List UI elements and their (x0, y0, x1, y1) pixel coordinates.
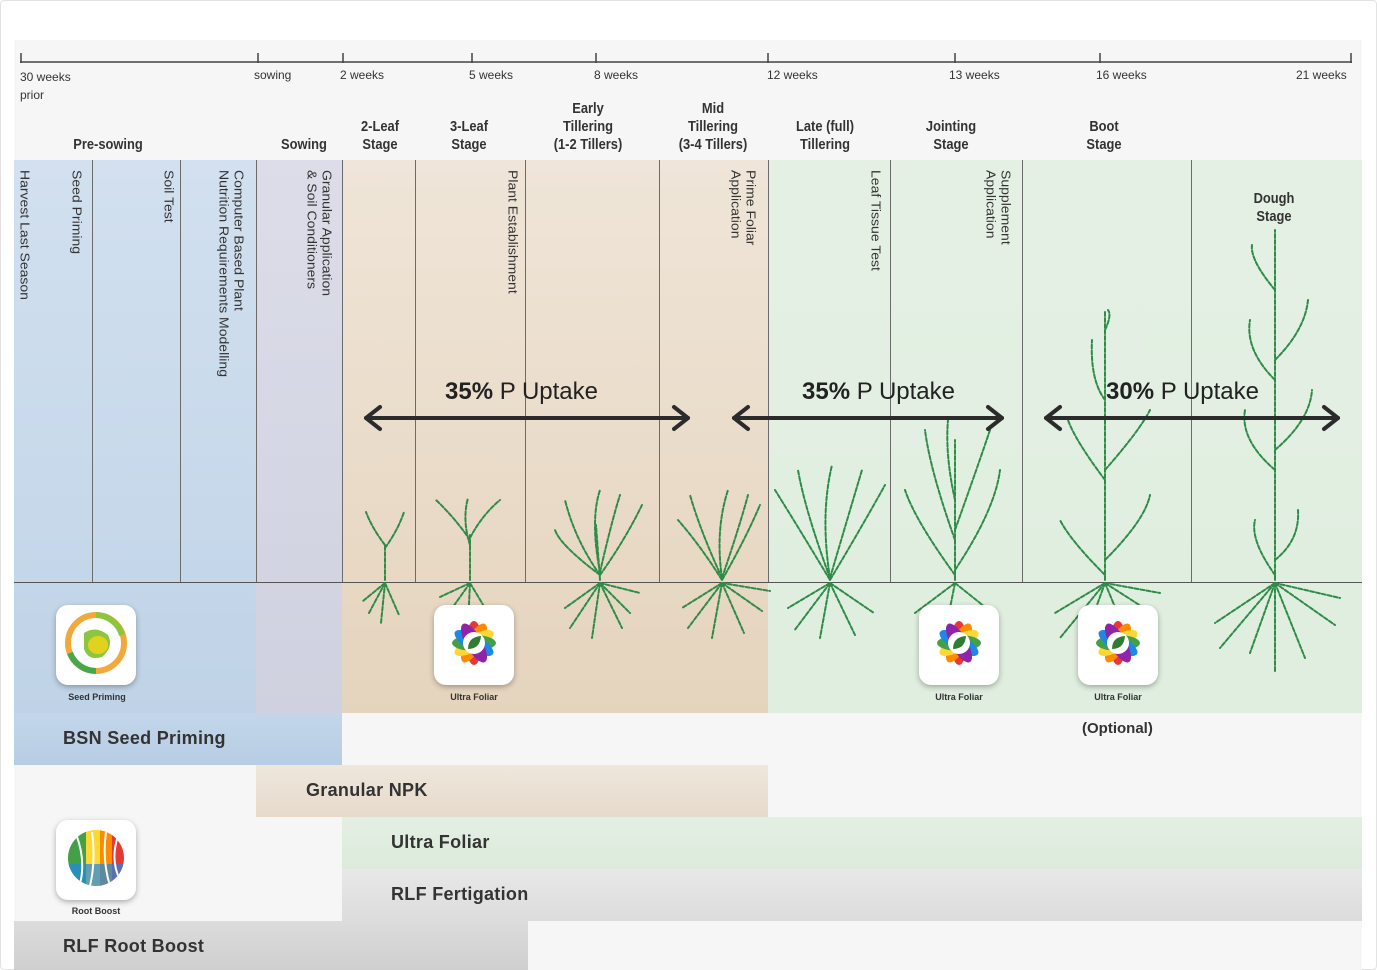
stage-label-late-tillering: Late (full) Tillering (795, 118, 855, 153)
uptake-label-1: 35% P Uptake (445, 378, 598, 406)
sowing-zone (256, 160, 342, 713)
early-growth-zone (342, 160, 768, 713)
band-ultra-foliar (342, 817, 1362, 869)
ultra-foliar-logo-icon (434, 605, 514, 685)
stage-label-sowing: Sowing (281, 136, 327, 153)
plant-boot (1054, 309, 1161, 644)
activity-plant-establishment: Plant Establishment (505, 170, 521, 294)
plant-jointing (904, 419, 1001, 634)
timeline-axis (20, 53, 1352, 63)
divider (768, 160, 769, 582)
tick-label: 16 weeks (1096, 68, 1147, 82)
ultra-foliar-caption: Ultra Foliar (450, 692, 498, 702)
band-label-granular-npk: Granular NPK (306, 780, 428, 800)
uptake-arrow-1 (364, 405, 690, 431)
activity-supplement-application: Supplement Application (983, 170, 1014, 245)
uptake-arrow-3 (1044, 405, 1340, 431)
band-granular-npk (256, 765, 768, 817)
plant-dough (1214, 229, 1341, 674)
activity-prime-foliar-application: Prime Foliar Application (728, 170, 759, 246)
tick-label: 8 weeks (594, 68, 639, 82)
tick-label: 2 weeks (340, 68, 385, 82)
band-label-rlf-root-boost: RLF Root Boost (63, 936, 205, 956)
uptake-label-3: 30% P Uptake (1106, 378, 1259, 406)
band-bsn-seed-priming (14, 713, 342, 765)
ultra-foliar-logo-icon (919, 605, 999, 685)
tick-label: 21 weeks (1296, 68, 1347, 82)
stage-label-2-leaf: 2-Leaf Stage (360, 118, 400, 153)
band-label-ultra-foliar: Ultra Foliar (391, 832, 490, 852)
tick-label: 12 weeks (767, 68, 818, 82)
tick-label: 13 weeks (949, 68, 1000, 82)
tick-label: sowing (254, 68, 292, 82)
ultra-foliar-caption: Ultra Foliar (1094, 692, 1142, 702)
divider (256, 160, 257, 582)
stage-label-jointing: Jointing Stage (925, 118, 977, 153)
activity-seed-priming: Seed Priming (69, 170, 85, 255)
band-label-bsn-seed-priming: BSN Seed Priming (63, 728, 226, 748)
stage-label-dough: Dough Stage (1253, 190, 1295, 225)
divider (1191, 160, 1192, 582)
uptake-text: P Uptake (499, 378, 599, 405)
activity-leaf-tissue-test: Leaf Tissue Test (868, 170, 884, 271)
stage-label-boot: Boot Stage (1086, 118, 1122, 153)
activity-soil-test: Soil Test (161, 170, 177, 223)
stage-label-mid-tillering: Mid Tillering (3-4 Tillers) (678, 100, 748, 153)
stage-label-pre-sowing: Pre-sowing (73, 136, 143, 153)
divider (659, 160, 660, 582)
band-rlf-fertigation (342, 869, 1362, 921)
activity-harvest-last-season: Harvest Last Season (17, 170, 33, 300)
ultra-foliar-logo-icon (1078, 605, 1158, 685)
plant-late-tillering (774, 464, 886, 639)
uptake-label-2: 35% P Uptake (802, 378, 955, 406)
uptake-arrow-2 (732, 405, 1004, 431)
late-growth-zone (768, 160, 1362, 713)
tick-label: 5 weeks (469, 68, 514, 82)
band-rlf-root-boost (14, 921, 528, 970)
divider (1022, 160, 1023, 582)
uptake-text: P Uptake (1160, 378, 1260, 405)
divider (890, 160, 891, 582)
stage-label-early-tillering: Early Tillering (1-2 Tillers) (553, 100, 623, 153)
divider (342, 160, 343, 582)
seed-priming-caption: Seed Priming (68, 692, 126, 702)
uptake-percent: 35% (802, 378, 851, 405)
band-label-rlf-fertigation: RLF Fertigation (391, 884, 529, 904)
stage-label-3-leaf: 3-Leaf Stage (449, 118, 489, 153)
uptake-percent: 30% (1106, 378, 1155, 405)
root-boost-caption: Root Boost (71, 906, 121, 916)
plant-3-leaf (435, 497, 501, 626)
divider (415, 160, 416, 582)
plant-early-tillering (554, 489, 643, 639)
optional-note: (Optional) (1082, 720, 1153, 737)
root-boost-logo-icon (56, 820, 136, 900)
divider (92, 160, 93, 582)
plant-mid-tillering (677, 489, 771, 639)
tick-label: 30 weeks prior (20, 70, 71, 102)
seed-priming-logo-icon (56, 605, 136, 685)
plant-2-leaf (362, 511, 405, 624)
divider (180, 160, 181, 582)
uptake-arrows (364, 405, 1340, 431)
divider (525, 160, 526, 582)
uptake-percent: 35% (445, 378, 494, 405)
ground-line (14, 582, 1362, 583)
activity-granular-application: Granular Application & Soil Conditioners (304, 170, 335, 297)
ultra-foliar-caption: Ultra Foliar (935, 692, 983, 702)
uptake-text: P Uptake (856, 378, 956, 405)
activity-plant-nutrition-modelling: Computer Based Plant Nutrition Requireme… (216, 170, 247, 377)
